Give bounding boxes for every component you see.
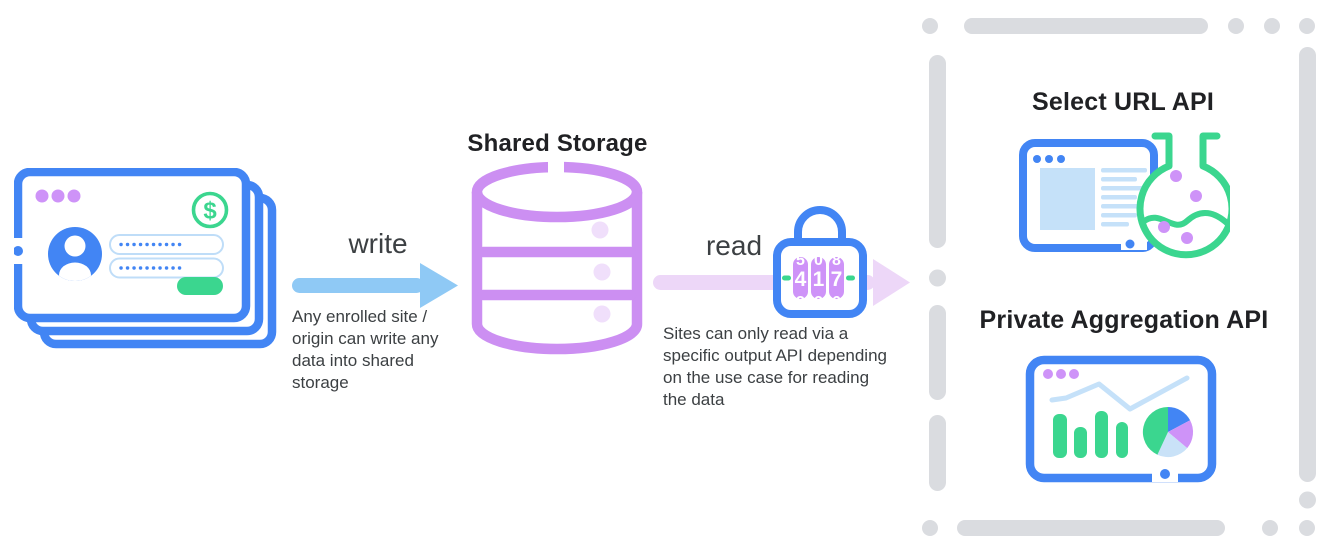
- read-label: read: [705, 230, 763, 261]
- storage-title: Shared Storage: [467, 130, 648, 157]
- svg-text:6: 6: [832, 294, 841, 311]
- password-field[interactable]: [109, 257, 224, 279]
- content-block: [1040, 168, 1095, 230]
- lock-shackle: [794, 206, 846, 250]
- write-arrow-icon: [292, 263, 458, 308]
- password-field[interactable]: [109, 234, 224, 255]
- browser-flask-icon: [1019, 132, 1230, 259]
- text-lines: [1101, 168, 1147, 227]
- read-description: Sites can only read via a specific outpu…: [663, 324, 887, 409]
- svg-text:5: 5: [796, 252, 805, 269]
- lock-digit: 7: [831, 268, 843, 291]
- write-description: Any enrolled site / origin can write any…: [292, 307, 439, 392]
- write-label: write: [348, 228, 408, 259]
- output-panel-dashed-border: [922, 18, 1316, 536]
- avatar: [48, 227, 102, 281]
- enrolled-sites-icon: $: [14, 168, 277, 349]
- bar-chart: [1053, 411, 1128, 458]
- border-dot: [14, 246, 23, 256]
- lock-icon: 4 1 7 5 0 8 3 2 6: [773, 206, 867, 318]
- border-dot: [1125, 239, 1135, 249]
- svg-text:8: 8: [832, 252, 841, 269]
- lock-digit: 1: [813, 268, 825, 291]
- private-aggregation-api-title: Private Aggregation API: [979, 306, 1269, 334]
- lock-digit: 4: [795, 268, 807, 291]
- svg-text:2: 2: [814, 294, 823, 311]
- window-dots-icon: [1033, 155, 1065, 163]
- svg-text:0: 0: [814, 252, 823, 269]
- pie-chart: [1142, 406, 1194, 458]
- database-icon: [471, 158, 643, 355]
- submit-button[interactable]: [177, 277, 223, 295]
- dial-mark-left: [782, 275, 791, 281]
- dashboard-icon: [1025, 355, 1217, 483]
- svg-text:3: 3: [796, 294, 805, 311]
- dollar-icon: $: [191, 191, 229, 229]
- svg-text:$: $: [203, 198, 217, 225]
- line-chart: [1049, 375, 1190, 412]
- flask-icon: [1136, 132, 1230, 259]
- lock-combination-wheels[interactable]: 4 1 7 5 0 8 3 2 6: [793, 252, 844, 311]
- dial-mark-right: [846, 275, 855, 281]
- select-url-api-title: Select URL API: [1031, 88, 1215, 116]
- border-dot: [1160, 469, 1170, 479]
- window-dots-icon: [1043, 369, 1079, 379]
- window-dots-icon: [35, 189, 81, 203]
- storage-record-dots: [591, 221, 611, 323]
